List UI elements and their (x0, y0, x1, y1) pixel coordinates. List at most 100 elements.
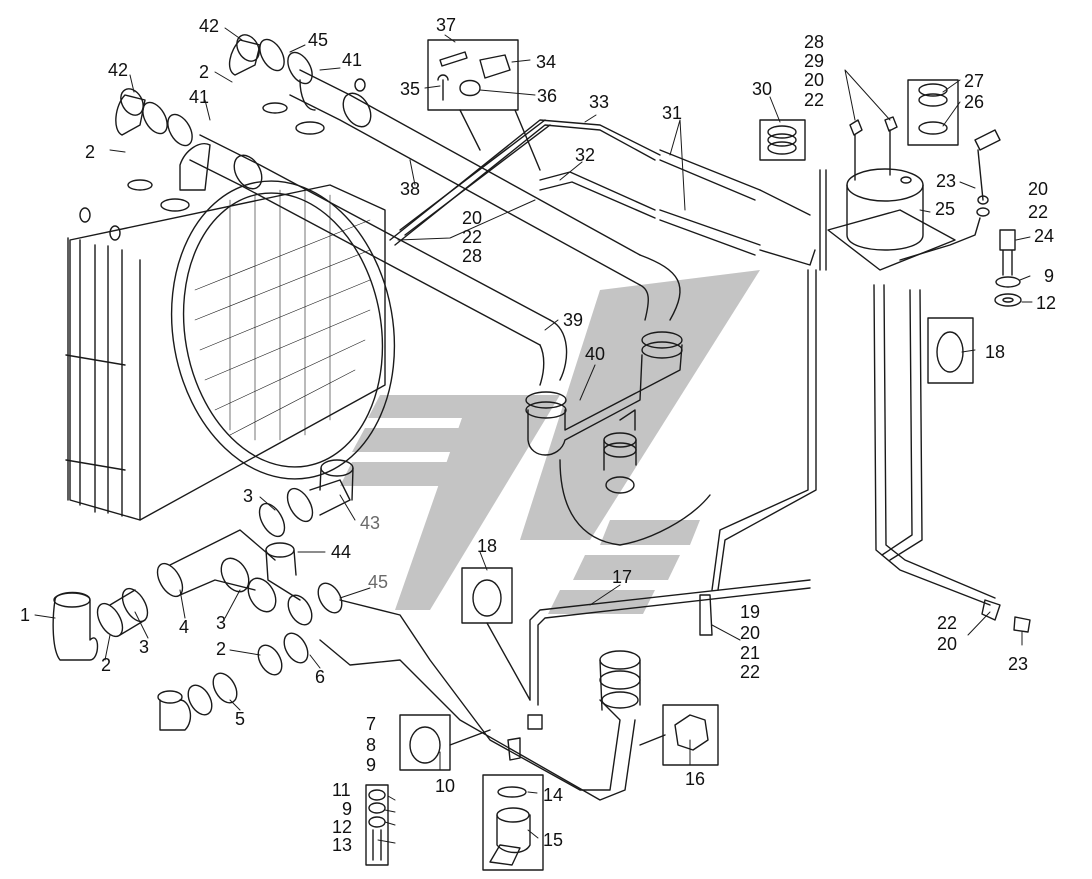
elbow-5 (157, 632, 309, 731)
callout-21: 21 (740, 643, 761, 663)
callout-30: 30 (752, 79, 773, 99)
pipe-40 (525, 331, 711, 546)
callout-24: 24 (1034, 226, 1055, 246)
vertical-hoses (711, 269, 996, 606)
callout-20: 20 (804, 70, 825, 90)
callout-42: 42 (199, 16, 220, 36)
plug-16 (639, 704, 719, 766)
elbow-42-top (115, 34, 261, 136)
hose-couplings-top (142, 38, 372, 190)
clamp-18-right (927, 317, 974, 384)
callout-4: 4 (179, 617, 190, 637)
watermark-logo (340, 270, 760, 614)
callout-34: 34 (536, 52, 557, 72)
callout-28: 28 (804, 32, 825, 52)
callout-12: 12 (1036, 293, 1057, 313)
callout-44: 44 (331, 542, 352, 562)
pipe-17 (529, 579, 811, 706)
callout-5: 5 (235, 709, 246, 729)
fittings-19-22 (699, 594, 1031, 636)
tube-32 (539, 171, 656, 219)
callout-40: 40 (585, 344, 606, 364)
expansion-tank-25 (827, 168, 956, 271)
valve-14-15 (482, 774, 544, 871)
callout-2: 2 (85, 142, 96, 162)
callout-15: 15 (543, 830, 564, 850)
fitting-30 (759, 119, 827, 271)
callout-1: 1 (20, 605, 31, 625)
hose-3-45 (220, 557, 343, 626)
clamp-10 (399, 714, 491, 771)
hose-44 (265, 542, 301, 601)
fittings-23-24 (899, 129, 1022, 307)
callout-3: 3 (216, 613, 227, 633)
callout-32: 32 (575, 145, 596, 165)
callout-12: 12 (332, 817, 353, 837)
callout-29: 29 (804, 51, 825, 71)
callout-37: 37 (436, 15, 457, 35)
callout-14: 14 (543, 785, 564, 805)
leader-lines (34, 27, 1033, 844)
callout-22: 22 (1028, 202, 1049, 222)
callout-22: 22 (804, 90, 825, 110)
callout-17: 17 (612, 567, 633, 587)
callout-9: 9 (366, 755, 377, 775)
detail-box-34-37 (427, 39, 541, 171)
callout-36: 36 (537, 86, 558, 106)
callout-2: 2 (101, 655, 112, 675)
callout-41: 41 (189, 87, 210, 107)
callout-31: 31 (662, 103, 683, 123)
callout-41: 41 (342, 50, 363, 70)
pipe-41-upper (179, 69, 681, 386)
callout-22: 22 (462, 227, 483, 247)
callout-18: 18 (477, 536, 498, 556)
callout-2: 2 (199, 62, 210, 82)
callout-20: 20 (937, 634, 958, 654)
callout-19: 19 (740, 602, 761, 622)
callout-10: 10 (435, 776, 456, 796)
cap-26-27 (907, 79, 959, 146)
callout-26: 26 (964, 92, 985, 112)
hose-3-43 (258, 459, 354, 538)
callout-13: 13 (332, 835, 353, 855)
callout-8: 8 (366, 735, 377, 755)
callout-22: 22 (740, 662, 761, 682)
callout-27: 27 (964, 71, 985, 91)
callout-22: 22 (937, 613, 958, 633)
callout-3: 3 (139, 637, 150, 657)
callout-45: 45 (308, 30, 329, 50)
callout-3: 3 (243, 486, 254, 506)
coupling-2-3 (96, 587, 149, 638)
callout-9: 9 (342, 799, 353, 819)
callout-9: 9 (1044, 266, 1055, 286)
tees-28-29 (849, 116, 898, 181)
callout-25: 25 (935, 199, 956, 219)
callout-20: 20 (1028, 179, 1049, 199)
callout-42: 42 (108, 60, 129, 80)
callout-6: 6 (315, 667, 326, 687)
callout-38: 38 (400, 179, 421, 199)
callout-33: 33 (589, 92, 610, 112)
callout-35: 35 (400, 79, 421, 99)
callout-16: 16 (685, 769, 706, 789)
hose-4 (156, 529, 276, 598)
callout-28: 28 (462, 246, 483, 266)
callout-7: 7 (366, 714, 377, 734)
radiator (65, 78, 396, 521)
callout-23: 23 (1008, 654, 1029, 674)
callout-43: 43 (360, 513, 381, 533)
rod-38 (399, 119, 551, 236)
tubes-31 (659, 149, 816, 266)
callout-23: 23 (936, 171, 957, 191)
callout-39: 39 (563, 310, 584, 330)
small-fitting (507, 714, 543, 761)
pipe-6 (319, 599, 636, 801)
clamp-18-lower (461, 567, 531, 701)
elbow-1 (52, 591, 99, 661)
callout-18: 18 (985, 342, 1006, 362)
callout-11: 11 (332, 780, 351, 800)
callout-2: 2 (216, 639, 227, 659)
drain-11-13 (365, 784, 389, 866)
